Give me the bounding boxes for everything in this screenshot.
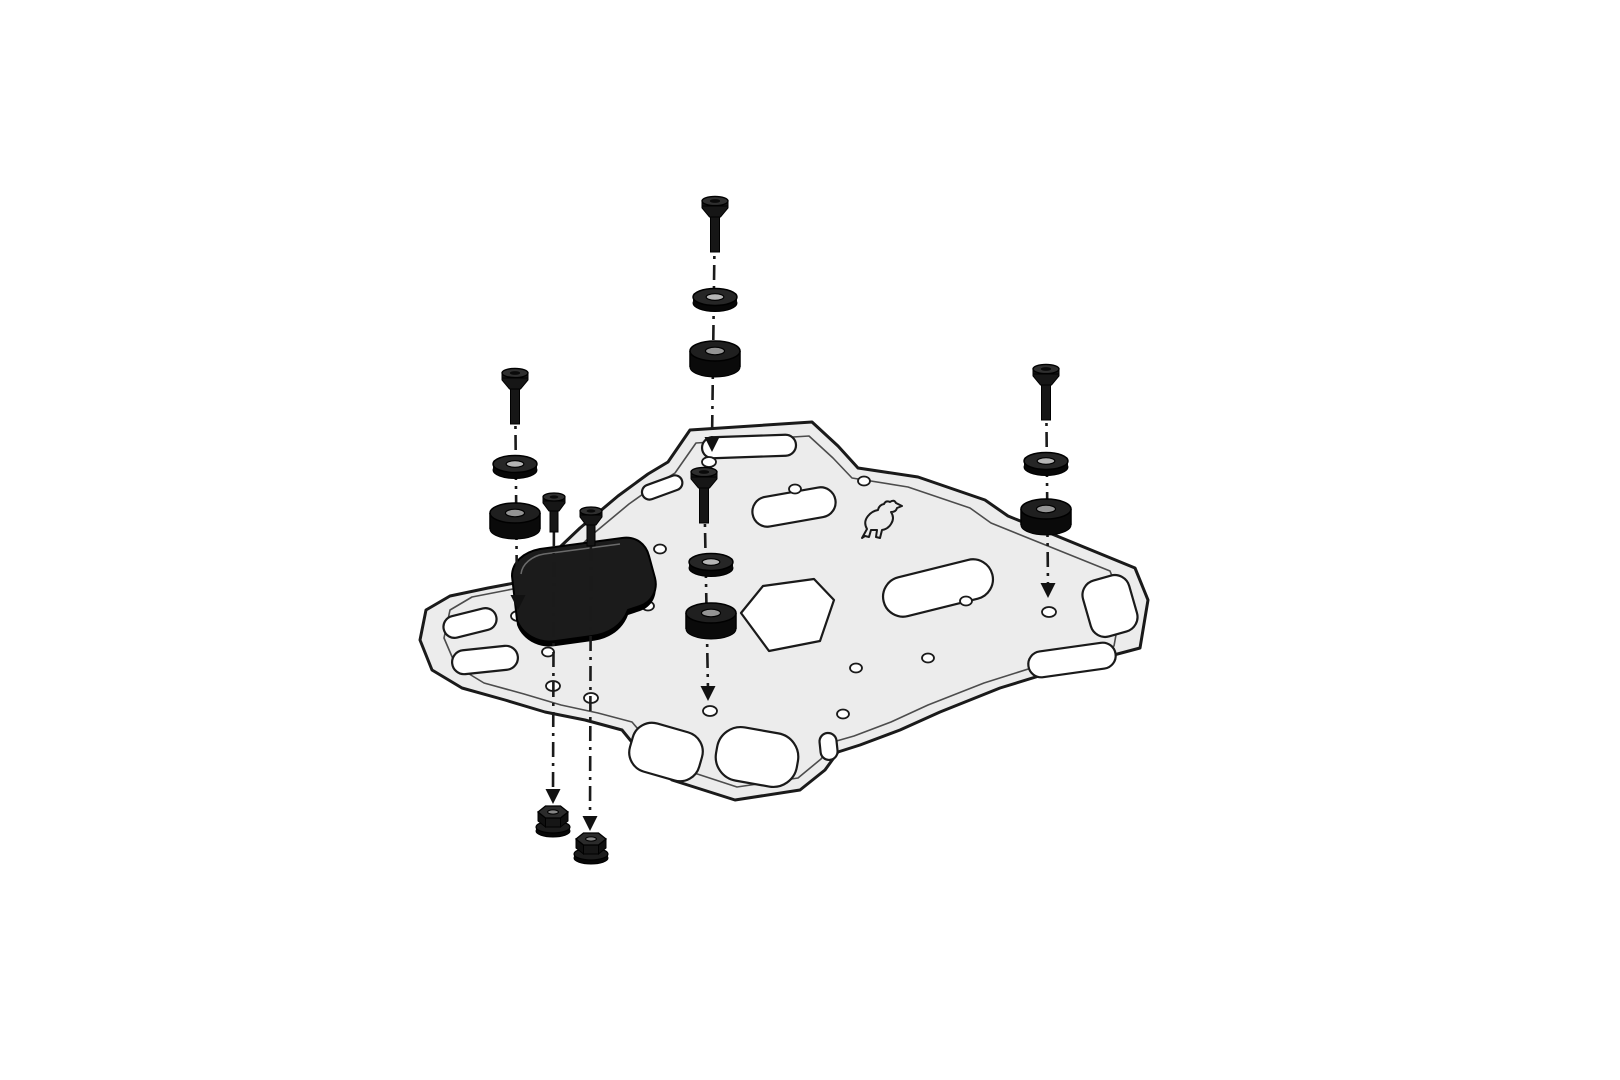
rack-plate-cutout: [881, 558, 995, 618]
mounting-hole: [702, 705, 718, 717]
flange-nut: [573, 832, 609, 865]
rack-plate-cutout: [818, 731, 839, 762]
mounting-hole: [541, 646, 555, 658]
assembly-axis-line: [551, 501, 556, 794]
rack-plate-cutout: [451, 644, 519, 676]
assembly-axis-line: [588, 515, 593, 821]
flat-washer: [692, 287, 738, 313]
rack-plate-cutout: [640, 474, 684, 501]
mounting-hole: [836, 708, 850, 720]
adapter-bracket: [511, 536, 657, 643]
mounting-hole: [1041, 606, 1057, 618]
mounting-hole: [653, 543, 667, 555]
flange-nut: [535, 805, 571, 838]
rack-plate-cutout: [739, 577, 836, 653]
adapter-bracket-bevel: [520, 543, 621, 575]
rubber-grommet: [1020, 498, 1072, 536]
rack-plate-cutout: [1081, 573, 1139, 639]
mounting-hole: [849, 662, 863, 674]
rack-plate-cutout: [628, 721, 704, 783]
rack-plate-cutout: [714, 725, 800, 789]
mounting-hole: [701, 456, 717, 468]
mounting-hole: [921, 652, 935, 664]
mounting-hole: [857, 475, 871, 487]
flat-washer: [1023, 451, 1069, 477]
rubber-grommet: [685, 602, 737, 640]
manufacturer-logo-horse: [861, 499, 903, 539]
rubber-grommet: [489, 502, 541, 540]
flat-washer: [688, 552, 734, 578]
rack-plate-cutout: [700, 433, 798, 460]
mounting-hole: [788, 483, 802, 495]
rack-plate-cutout: [442, 607, 498, 639]
mounting-hole: [959, 595, 973, 607]
rubber-grommet: [689, 340, 741, 378]
flat-washer: [492, 454, 538, 480]
adapter-bracket-group: [511, 536, 657, 647]
rack-plate-cutout: [1027, 641, 1117, 679]
